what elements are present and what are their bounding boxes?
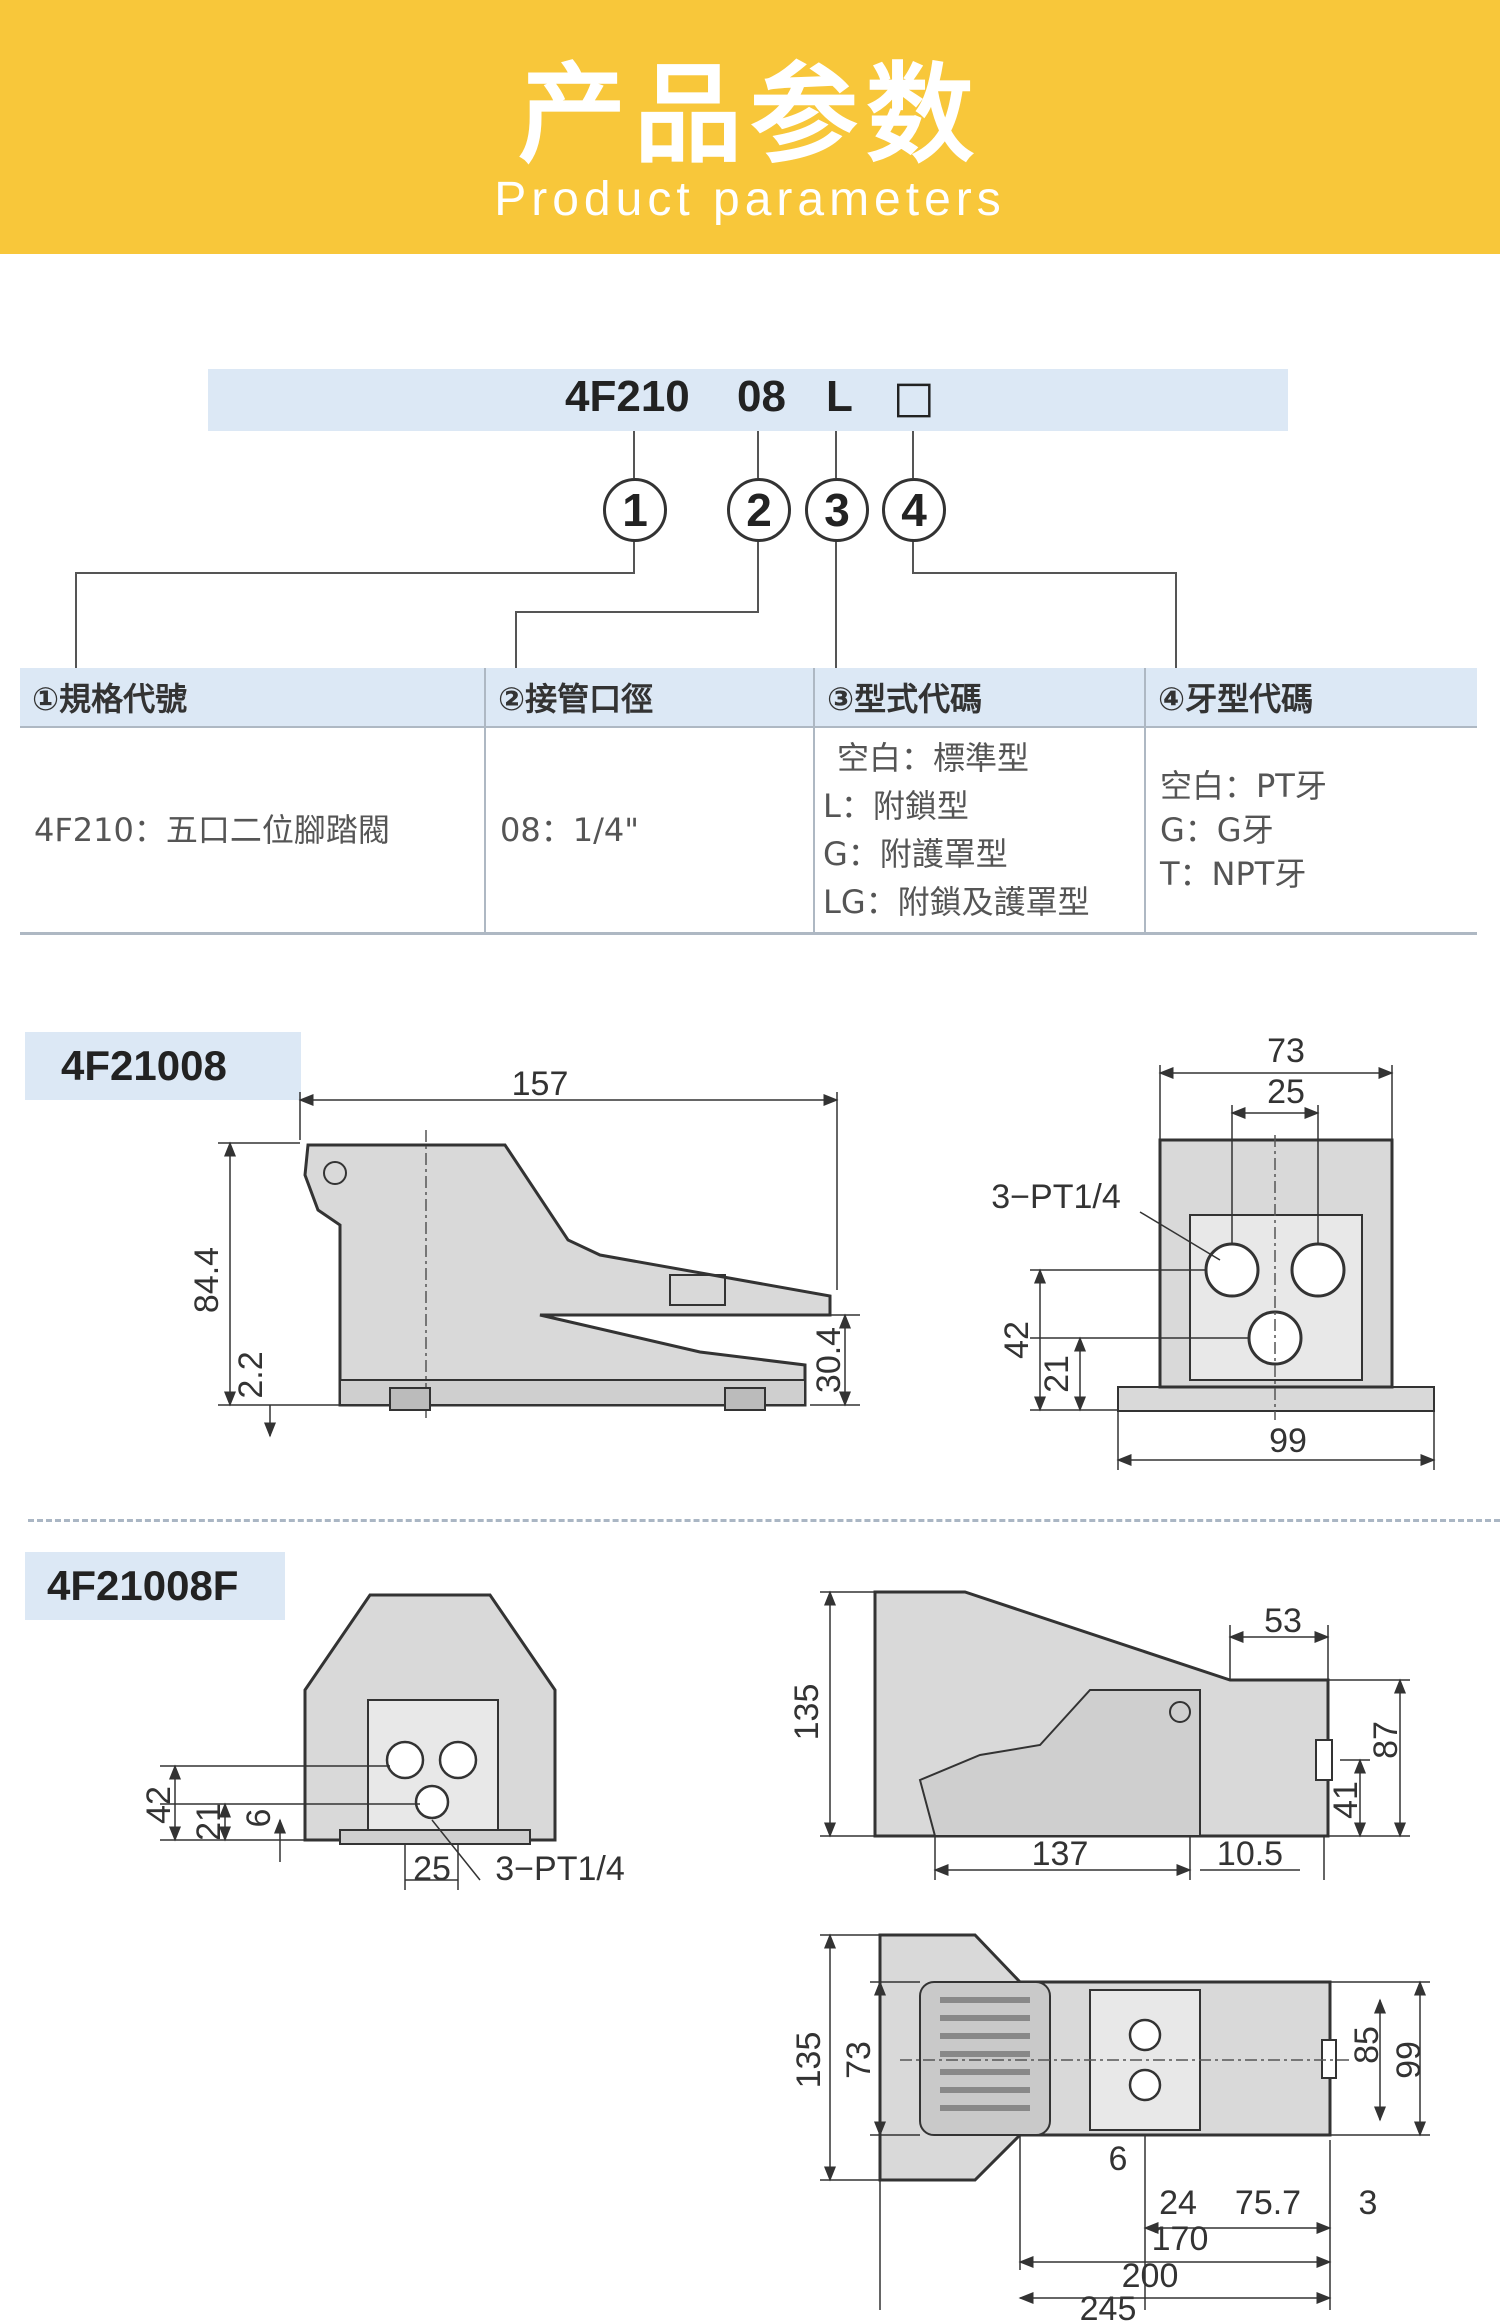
dim-137: 137 [1032, 1835, 1089, 1873]
cell-port: 08：1/4" [485, 727, 815, 935]
dim-24: 24 [1159, 2184, 1197, 2222]
table-header-row: ①規格代號 ②接管口徑 ③型式代碼 ④牙型代碼 [20, 668, 1477, 728]
banner-subtitle: Product parameters [494, 173, 1006, 226]
dim-75-7: 75.7 [1235, 2184, 1301, 2222]
model2-front-view: 42 21 6 25 3−PT1/4 [140, 1593, 625, 1890]
dim-73: 73 [1267, 1032, 1305, 1070]
dim-25: 25 [413, 1850, 451, 1888]
header-banner: 产品参数 Product parameters [0, 0, 1500, 254]
model1-front-view: 73 25 3−PT1/4 42 21 99 [991, 1032, 1436, 1470]
dim-85: 85 [1348, 2026, 1386, 2064]
dim-99: 99 [1269, 1422, 1307, 1460]
header-thread: ④牙型代碼 [1145, 668, 1477, 728]
dim-6: 6 [1109, 2140, 1128, 2178]
thread-option: T：NPT牙 [1160, 855, 1307, 893]
model2-side-view: 135 53 87 41 137 10.5 [788, 1590, 1410, 1880]
code-part-thread: □ [893, 372, 935, 423]
dim-port: 3−PT1/4 [495, 1850, 624, 1888]
dim-157: 157 [512, 1065, 569, 1103]
dim-2-2: 2.2 [232, 1351, 270, 1398]
type-option: L：附鎖型 [823, 787, 969, 825]
model2-top-view: 135 73 85 99 6 24 75.7 3 170 200 245 [790, 1933, 1430, 2322]
type-option: LG：附鎖及護罩型 [823, 883, 1090, 921]
dim-99: 99 [1390, 2041, 1428, 2079]
model-label-4f21008: 4F21008 [25, 1032, 301, 1100]
code-part-type: L [826, 372, 853, 421]
dim-245: 245 [1080, 2290, 1137, 2322]
dim-135: 135 [790, 2032, 828, 2089]
dim-200: 200 [1122, 2257, 1179, 2295]
model-code-bar [208, 369, 1288, 431]
section-divider [28, 1519, 1500, 1522]
banner-title: 产品参数 [517, 53, 982, 178]
dim-port: 3−PT1/4 [991, 1178, 1120, 1216]
dim-170: 170 [1152, 2220, 1209, 2258]
model-label-4f21008f: 4F21008F [25, 1552, 285, 1620]
thread-option: G：G牙 [1160, 811, 1274, 849]
table-row: 4F210：五口二位腳踏閥 08：1/4" 空白：標準型 L：附鎖型 G：附護罩… [20, 727, 1477, 935]
dim-84-4: 84.4 [188, 1247, 226, 1313]
dim-25: 25 [1267, 1073, 1305, 1111]
header-spec: ①規格代號 [20, 668, 486, 728]
dim-41: 41 [1327, 1781, 1365, 1819]
header-type: ③型式代碼 [814, 668, 1146, 728]
dim-42: 42 [140, 1786, 178, 1824]
marker-4: 4 [882, 478, 946, 542]
model1-side-view: 157 84.4 2.2 30.4 [188, 1065, 860, 1438]
dim-53: 53 [1264, 1602, 1302, 1640]
dim-87: 87 [1367, 1721, 1405, 1759]
dim-21: 21 [1038, 1355, 1076, 1393]
marker-3: 3 [805, 478, 869, 542]
thread-option: 空白：PT牙 [1160, 767, 1327, 805]
cell-type: 空白：標準型 L：附鎖型 G：附護罩型 LG：附鎖及護罩型 [814, 727, 1146, 935]
cell-spec: 4F210：五口二位腳踏閥 [20, 727, 486, 935]
dim-10-5: 10.5 [1217, 1835, 1283, 1873]
dim-135: 135 [788, 1684, 826, 1741]
type-option: G：附護罩型 [823, 835, 1008, 873]
marker-2: 2 [727, 478, 791, 542]
header-port: ②接管口徑 [485, 668, 815, 728]
code-connector-lines [75, 431, 1177, 668]
dim-21: 21 [190, 1803, 228, 1841]
dim-6: 6 [240, 1809, 278, 1828]
dim-30-4: 30.4 [810, 1327, 848, 1393]
parameter-table: ①規格代號 ②接管口徑 ③型式代碼 ④牙型代碼 4F210：五口二位腳踏閥 08… [20, 668, 1477, 935]
dim-3: 3 [1359, 2184, 1378, 2222]
type-option: 空白：標準型 [837, 739, 1030, 777]
dim-42: 42 [998, 1321, 1036, 1359]
marker-1: 1 [603, 478, 667, 542]
cell-thread: 空白：PT牙 G：G牙 T：NPT牙 [1145, 727, 1477, 935]
dim-73: 73 [840, 2041, 878, 2079]
code-part-series: 4F210 [565, 372, 690, 421]
code-part-port: 08 [737, 372, 786, 421]
